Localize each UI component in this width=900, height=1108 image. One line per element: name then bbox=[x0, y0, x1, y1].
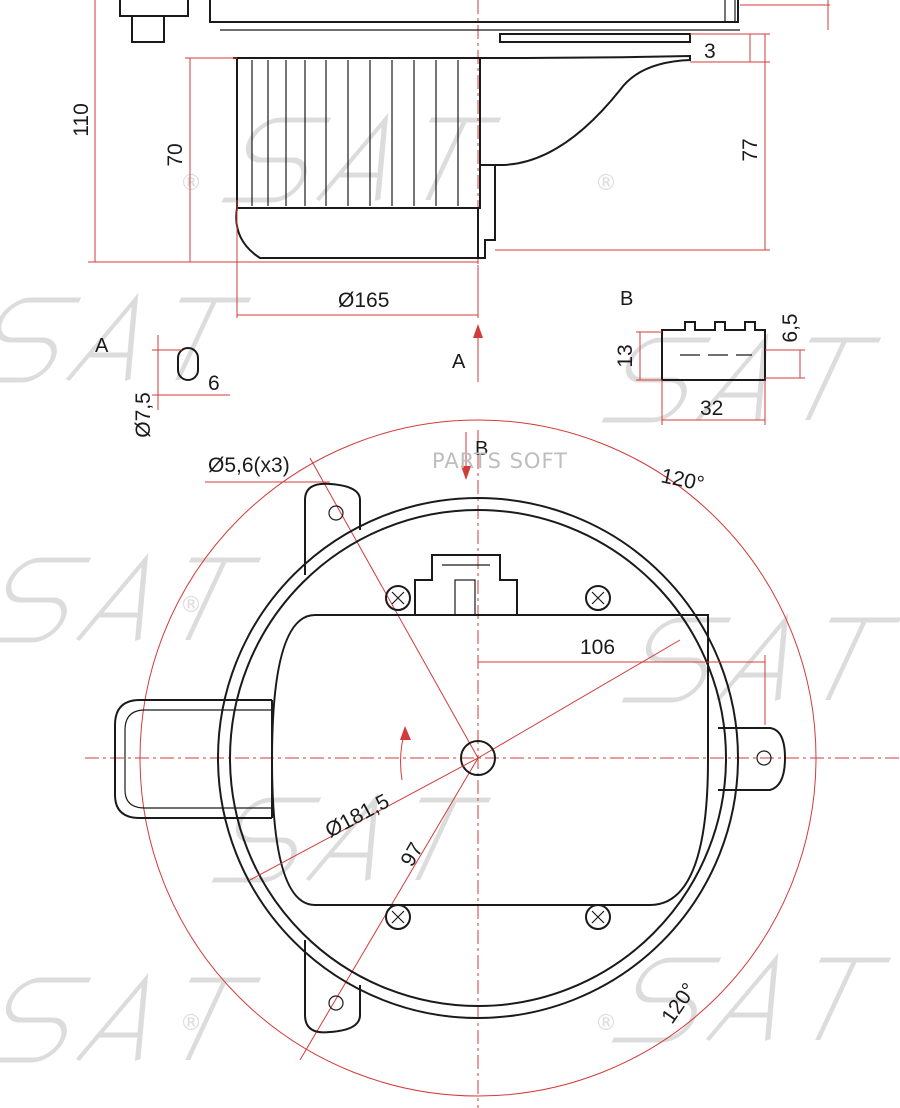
outer-ring bbox=[217, 497, 739, 1019]
front-connector bbox=[414, 554, 518, 615]
detail-b: B 13 32 6,5 bbox=[614, 288, 805, 425]
fan-base-ring bbox=[235, 207, 479, 259]
side-duct bbox=[114, 699, 272, 819]
dim-70: 70 bbox=[164, 143, 187, 166]
arrow-b-head bbox=[461, 466, 471, 480]
fan-wheel bbox=[236, 57, 481, 209]
side-view-dimensions: 110 70 3 77 Ø165 bbox=[70, 0, 830, 318]
front-connector-latch bbox=[454, 579, 476, 616]
watermark-logo bbox=[0, 972, 262, 1063]
dim-165: Ø165 bbox=[338, 289, 389, 312]
screw bbox=[385, 585, 411, 611]
fan-blades bbox=[251, 60, 459, 206]
dim-6: 6 bbox=[208, 372, 220, 395]
watermark-registered-mark: ® bbox=[180, 593, 202, 618]
side-connector-pin bbox=[131, 15, 165, 43]
watermark-logo bbox=[0, 552, 262, 643]
dim-7-5: Ø7,5 bbox=[132, 392, 155, 438]
watermark-logo-layer: ® ® ® ® ® bbox=[0, 112, 900, 1063]
detail-a-title: A bbox=[95, 335, 109, 357]
watermark-registered-mark: ® bbox=[180, 1011, 202, 1036]
detail-b-title: B bbox=[620, 288, 633, 310]
dim-13: 13 bbox=[614, 344, 637, 367]
screw bbox=[585, 585, 611, 611]
side-connector-body bbox=[119, 0, 189, 17]
watermark-registered-mark: ® bbox=[180, 171, 202, 196]
dim-110: 110 bbox=[70, 103, 93, 136]
detail-a: A Ø7,5 6 bbox=[95, 335, 230, 438]
arrow-b-label: B bbox=[475, 438, 488, 460]
center-hub bbox=[460, 740, 496, 776]
motor-shaft-housing bbox=[478, 164, 496, 259]
dim-5-6-x3: Ø5,6(x3) bbox=[208, 454, 290, 477]
radial-line-right bbox=[477, 639, 681, 759]
housing-tab bbox=[724, 0, 736, 22]
dim-181-5: Ø181,5 bbox=[322, 790, 394, 843]
watermark-logo bbox=[0, 292, 252, 383]
watermark-registered-mark: ® bbox=[595, 1011, 617, 1036]
inner-ring bbox=[229, 509, 727, 1007]
arrow-a-label: A bbox=[452, 351, 466, 373]
slot-hole bbox=[177, 347, 199, 381]
housing-lip bbox=[499, 33, 691, 43]
ear-hole-lower bbox=[328, 995, 344, 1011]
mounting-flange bbox=[233, 54, 691, 166]
watermark-logo bbox=[621, 612, 900, 703]
section-arrow-b: B bbox=[461, 432, 488, 480]
front-view-dimensions: Ø5,6(x3) 106 Ø181,5 97 120° 120° bbox=[205, 454, 766, 1028]
connector-b-outline bbox=[661, 321, 766, 381]
radial-line-upper bbox=[309, 457, 479, 759]
section-arrow-a: A bbox=[452, 324, 483, 382]
upper-housing bbox=[209, 0, 739, 23]
motor-body bbox=[270, 614, 709, 906]
watermark-registered-mark: ® bbox=[595, 171, 617, 196]
watermark-logo bbox=[611, 952, 892, 1043]
mounting-ear-lower bbox=[304, 940, 361, 1034]
screw bbox=[585, 904, 611, 930]
dim-32: 32 bbox=[700, 397, 723, 420]
mounting-ear-upper bbox=[304, 482, 361, 575]
side-view bbox=[119, 0, 740, 265]
screw bbox=[385, 904, 411, 930]
side-duct-inner bbox=[124, 709, 272, 809]
arrow-a-head bbox=[473, 324, 483, 338]
ear-hole-right bbox=[756, 750, 772, 766]
angle-top: 120° bbox=[659, 464, 706, 496]
dim-106: 106 bbox=[580, 636, 615, 659]
mounting-ear-right bbox=[718, 727, 787, 791]
dim-6-5: 6,5 bbox=[779, 313, 802, 342]
dim-line-181-5 bbox=[249, 757, 479, 881]
front-view bbox=[85, 419, 900, 1108]
dim-3: 3 bbox=[704, 40, 716, 63]
dim-77: 77 bbox=[739, 138, 762, 161]
watermark-text: PARTS SOFT bbox=[432, 449, 568, 473]
ear-hole-upper bbox=[328, 505, 344, 521]
watermark-logo bbox=[221, 112, 502, 203]
